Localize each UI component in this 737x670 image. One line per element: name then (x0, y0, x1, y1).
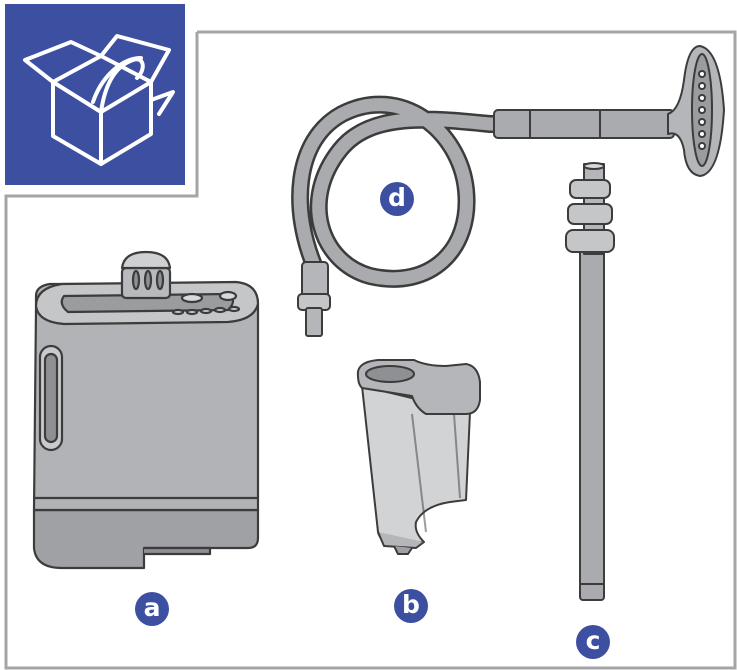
hose-part (291, 45, 725, 337)
reservoir-part (356, 359, 481, 555)
pole-part (565, 162, 615, 601)
label-badge-c: c (576, 625, 610, 659)
label-badge-d: d (380, 182, 414, 216)
open-box-icon (23, 34, 175, 166)
label-badge-a: a (135, 592, 169, 626)
water-tank-part (32, 250, 260, 570)
label-badge-b: b (394, 589, 428, 623)
unboxing-logo (5, 4, 185, 185)
